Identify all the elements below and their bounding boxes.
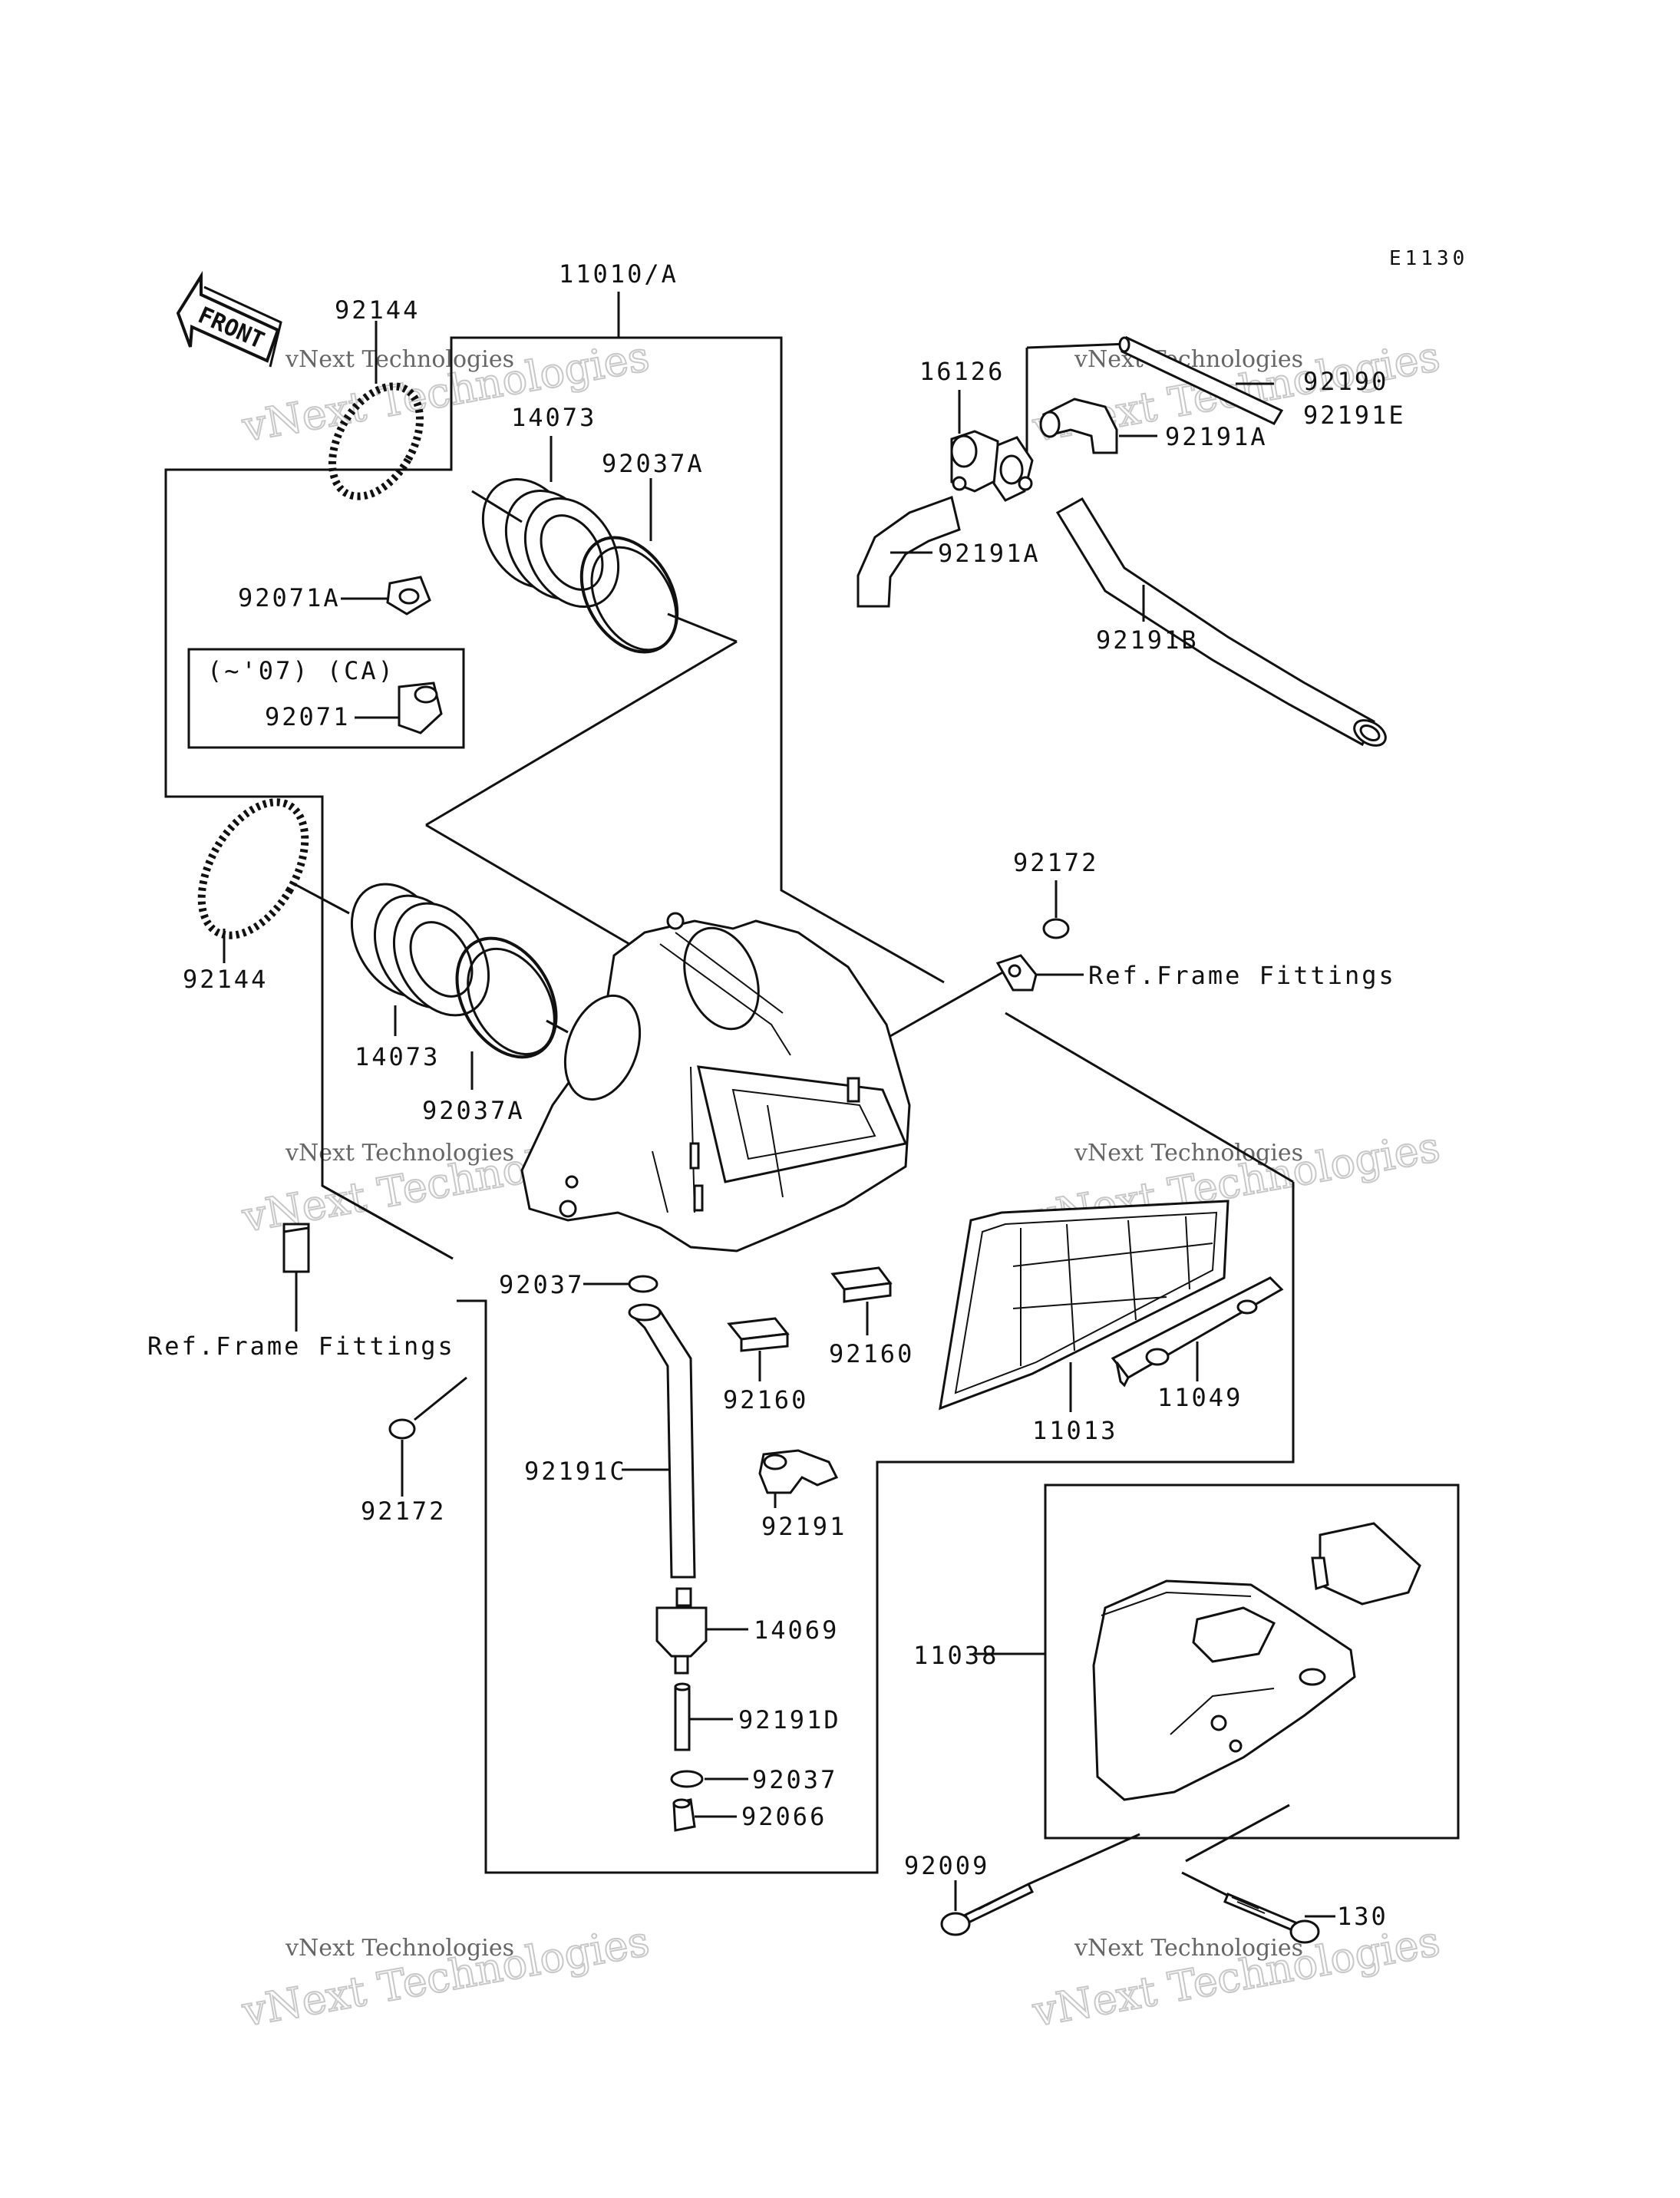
clip-92037-top	[583, 1275, 658, 1293]
watermark-text: vNext Technologies	[285, 346, 514, 373]
label-92037A-bottom: 92037A	[422, 1096, 525, 1125]
watermark-text: vNext Technologies	[285, 1935, 514, 1962]
holder-11049	[1111, 1276, 1284, 1388]
label-92172-bottom: 92172	[361, 1497, 446, 1526]
label-11010A: 11010/A	[559, 259, 678, 289]
label-92191E: 92191E	[1303, 401, 1406, 430]
watermark-text: vNext Technologies	[1074, 1935, 1303, 1962]
bolt-92172-top	[1042, 880, 1070, 939]
label-92009: 92009	[904, 1851, 989, 1880]
pad-92160-right	[830, 1266, 893, 1335]
label-11013: 11013	[1032, 1416, 1117, 1445]
label-92144-bottom: 92144	[183, 965, 268, 994]
label-92191C: 92191C	[524, 1457, 627, 1486]
label-11038: 11038	[913, 1641, 998, 1670]
clamp-92144-bottom	[197, 798, 350, 963]
watermark-top-left: vNext Technologies vNext Technologies	[237, 332, 653, 452]
label-92191: 92191	[761, 1512, 847, 1541]
label-92144-top: 92144	[335, 295, 420, 325]
boot-14073-top	[471, 436, 620, 609]
band-92037A-bottom	[455, 936, 569, 1090]
grommet-92071A	[341, 576, 431, 616]
frame-fitting-right	[995, 954, 1084, 992]
label-92172-top: 92172	[1013, 848, 1098, 877]
clip-92037-bottom	[670, 1770, 748, 1788]
filter-element-11013	[939, 1200, 1229, 1412]
plug-92066	[672, 1798, 737, 1832]
hose-92191B	[1055, 497, 1387, 747]
pad-92160-left	[727, 1317, 790, 1381]
label-92037A-top: 92037A	[602, 449, 705, 478]
elbow-92191	[758, 1449, 839, 1508]
watermark-text: vNext Technologies	[1074, 1140, 1303, 1167]
label-11049: 11049	[1157, 1383, 1243, 1412]
label-14073-top: 14073	[511, 403, 596, 432]
bolt-92172-bottom	[388, 1418, 416, 1497]
hose-92191A-right	[1039, 398, 1157, 454]
valve-16126	[950, 390, 1034, 502]
label-92160-left: 92160	[723, 1385, 808, 1414]
drain-hose-92191C	[622, 1303, 696, 1579]
bolt-92009	[940, 1880, 1035, 1936]
hose-92190	[1118, 335, 1284, 425]
label-130: 130	[1337, 1902, 1388, 1931]
separator-14069	[655, 1587, 748, 1675]
label-92071: 92071	[265, 702, 350, 731]
label-92190: 92190	[1303, 367, 1388, 396]
diagram-code: E1130	[1389, 247, 1468, 270]
label-92037-top: 92037	[499, 1270, 584, 1299]
hose-92191A-left	[857, 496, 961, 608]
label-14069: 14069	[754, 1615, 839, 1645]
front-arrow-icon: FRONT	[176, 271, 282, 368]
air-box-housing	[520, 912, 911, 1252]
label-92191D: 92191D	[738, 1705, 841, 1734]
label-92160-right: 92160	[829, 1339, 914, 1368]
hose-92191D	[674, 1682, 733, 1751]
label-16126: 16126	[919, 357, 1005, 386]
label-14073-bottom: 14073	[355, 1042, 440, 1071]
grommet-92071	[355, 682, 443, 734]
bolt-130	[1223, 1893, 1335, 1944]
variant-note: (~'07) (CA)	[207, 656, 395, 685]
label-ref-frame-right: Ref.Frame Fittings	[1088, 961, 1396, 990]
air-box-cover-11038	[1092, 1522, 1421, 1801]
label-92191A-right: 92191A	[1165, 422, 1268, 451]
label-92191A-left: 92191A	[938, 539, 1041, 568]
frame-fitting-left	[282, 1223, 310, 1332]
band-92037A-top	[579, 478, 679, 654]
watermark-bottom-left: vNext Technologies vNext Technologies	[237, 1916, 653, 2037]
watermark-bottom-right: vNext Technologies vNext Technologies	[1028, 1916, 1444, 2037]
boot-14073-bottom	[350, 883, 490, 1036]
variant-box	[187, 648, 465, 749]
cover-box	[1044, 1483, 1460, 1840]
bracket-lines	[164, 292, 1295, 1897]
label-92071A: 92071A	[238, 583, 341, 612]
clamp-92144-top	[328, 321, 424, 500]
label-92066: 92066	[741, 1802, 827, 1831]
leader-92190-top	[1026, 342, 1129, 349]
label-92191B: 92191B	[1096, 625, 1199, 655]
label-ref-frame-left: Ref.Frame Fittings	[147, 1332, 455, 1361]
label-92037-bottom: 92037	[752, 1765, 837, 1794]
